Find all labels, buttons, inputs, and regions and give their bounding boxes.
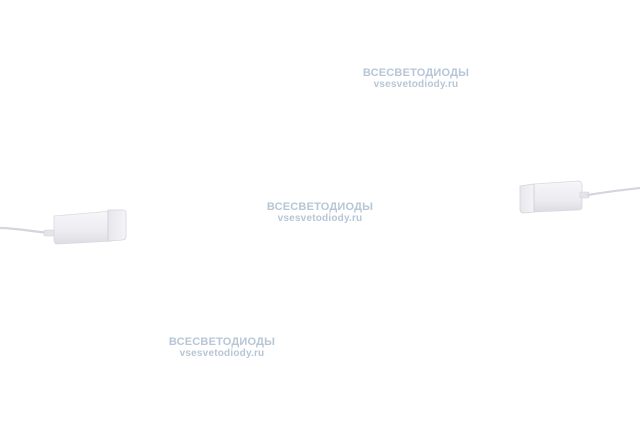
watermark: ВСЕСВЕТОДИОДЫ vsesvetodiody.ru [167, 336, 277, 360]
right-end-cap [519, 180, 583, 214]
right-cable [586, 186, 640, 197]
watermark: ВСЕСВЕТОДИОДЫ vsesvetodiody.ru [361, 67, 471, 91]
watermark: ВСЕСВЕТОДИОДЫ vsesvetodiody.ru [265, 201, 375, 225]
left-end-cap [53, 209, 127, 245]
watermark-brand: ВСЕСВЕТОДИОДЫ [266, 201, 374, 213]
watermark-brand: ВСЕСВЕТОДИОДЫ [362, 67, 470, 79]
left-cable-grommet [43, 229, 55, 237]
watermark-url: vsesvetodiody.ru [179, 348, 265, 359]
watermark-brand: ВСЕСВЕТОДИОДЫ [168, 336, 276, 348]
left-cable [0, 226, 54, 235]
watermark-url: vsesvetodiody.ru [277, 213, 363, 224]
watermark-url: vsesvetodiody.ru [373, 79, 459, 90]
